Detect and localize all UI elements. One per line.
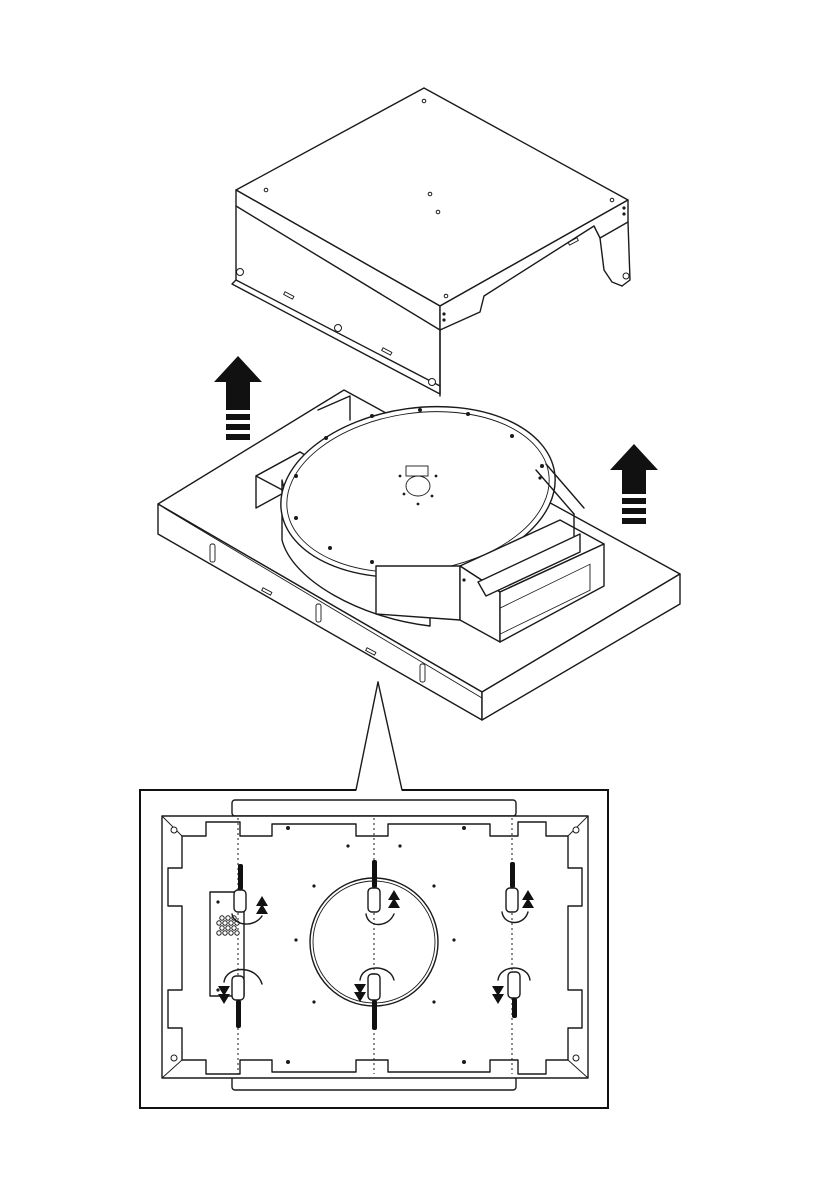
lift-arrow-right (610, 444, 658, 524)
lift-arrow-left (214, 356, 262, 440)
bottom-view-detail (140, 790, 608, 1108)
detail-callout (356, 682, 402, 790)
upper-cover-plate (232, 88, 630, 396)
